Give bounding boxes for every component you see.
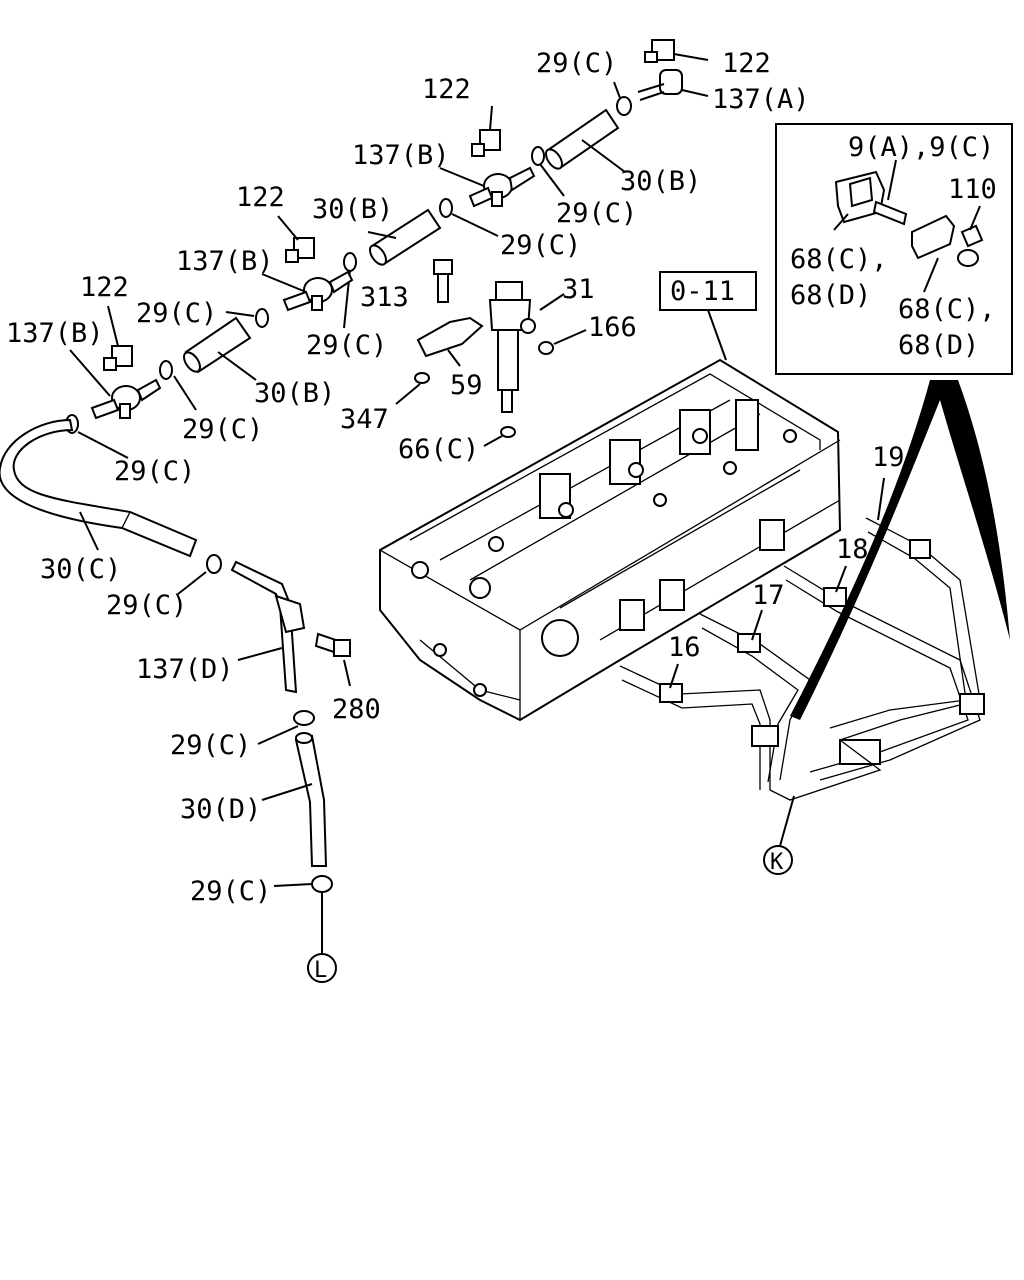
label-inset-68b-line2: 68(D) [898,330,979,361]
label-18: 18 [836,534,869,565]
label-30b-top: 30(B) [620,166,701,197]
hose-30d [261,732,328,867]
pipe-clip-cluster [751,693,985,847]
label-17: 17 [752,580,785,611]
banjo-fitting-137b-second [439,166,536,208]
clip-29c-ninth [273,875,333,954]
label-inset-9ac: 9(A),9(C) [848,132,994,163]
clip-29c-third [343,252,357,329]
hose-30c [0,418,198,558]
ref-l-letter: L [314,958,327,983]
label-59: 59 [450,370,483,401]
clip-29c-right [531,146,565,197]
label-30c: 30(C) [40,554,121,585]
label-137b-fourth: 137(B) [6,318,104,349]
label-30d: 30(D) [180,794,261,825]
clip-29c-fifth [159,360,197,411]
label-16: 16 [668,632,701,663]
label-122-top: 122 [722,48,771,79]
connector-122-third [277,215,315,263]
banjo-fitting-137b-fourth [69,349,162,420]
leader-lines-16-19 [669,477,885,689]
hose-30b-third [183,316,257,381]
washer-66c [483,426,516,447]
label-29c-mid: 29(C) [500,230,581,261]
hose-30b-top [545,108,626,173]
label-inset-68b-line1: 68(C), [898,294,996,325]
ref-circle-k [763,845,793,875]
washer-347 [395,372,430,405]
label-ref-0-11: 0-11 [670,276,735,307]
label-inset-110: 110 [948,174,997,205]
label-137b-third: 137(B) [176,246,274,277]
banjo-fitting-137a [637,69,709,101]
label-19: 19 [872,442,905,473]
label-137a: 137(A) [712,84,810,115]
label-66c: 66(C) [398,434,479,465]
connector-122-second [471,105,501,157]
label-29c-right: 29(C) [556,198,637,229]
label-30b-third: 30(B) [254,378,335,409]
clip-29c-top [613,81,632,116]
injection-pipe-16 [619,665,771,790]
label-137b-second: 137(B) [352,140,450,171]
label-313: 313 [360,282,409,313]
label-347: 347 [340,404,389,435]
connector-122-top [644,39,709,63]
label-29c-fifth: 29(C) [182,414,263,445]
clip-29c-seventh [177,554,222,595]
label-29c-sixth: 29(C) [114,456,195,487]
bolt-313 [433,259,453,303]
ref-box-0-11 [659,271,757,361]
label-inset-68a-line1: 68(C), [790,244,888,275]
inset-detail-box [775,123,1013,375]
label-137d: 137(D) [136,654,234,685]
cylinder-head [379,358,842,722]
inset-callout-band [790,380,1010,720]
label-122-third: 122 [236,182,285,213]
label-166: 166 [588,312,637,343]
label-122-fourth: 122 [80,272,129,303]
label-29c-eighth: 29(C) [170,730,251,761]
label-29c-third: 29(C) [306,330,387,361]
ref-k-letter: K [770,850,784,875]
ref-circle-l [307,953,337,983]
clamp-59 [416,316,484,367]
hose-30b-second [367,208,442,266]
banjo-fitting-137b-third [261,270,354,312]
label-29c-ninth: 29(C) [190,876,271,907]
label-31: 31 [562,274,595,305]
label-inset-68a-line2: 68(D) [790,280,871,311]
label-29c-seventh: 29(C) [106,590,187,621]
clip-29c-sixth [65,414,129,459]
bolt-280 [314,632,351,687]
injection-pipe-19 [829,517,981,741]
washer-166 [538,329,587,355]
clip-29c-fourth [225,308,269,328]
clip-29c-mid [439,198,499,237]
label-30b-second: 30(B) [312,194,393,225]
pipe-137d [230,560,306,694]
clip-29c-eighth [257,710,315,745]
label-29c-top: 29(C) [536,48,617,79]
injection-pipe-17 [699,613,811,783]
label-29c-fourth: 29(C) [136,298,217,329]
label-280: 280 [332,694,381,725]
connector-122-fourth [103,305,133,371]
label-122-second: 122 [422,74,471,105]
injector-31 [488,281,565,413]
